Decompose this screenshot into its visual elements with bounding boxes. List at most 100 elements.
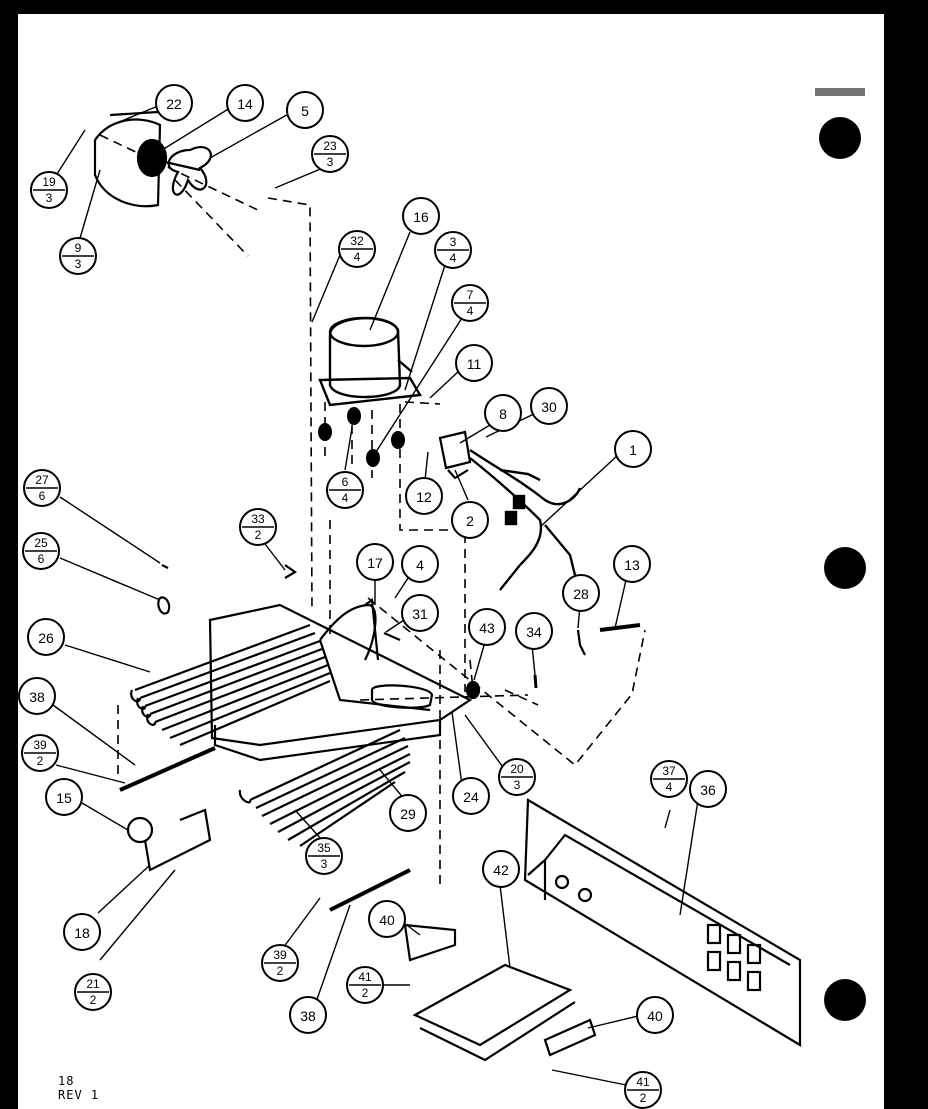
leader-35 [294, 809, 323, 841]
evap-row-7 [299, 781, 396, 847]
callout-1: 1 [614, 430, 652, 468]
binder-hole-bottom [824, 979, 866, 1021]
callout-label: 22 [166, 96, 182, 112]
leader-4 [394, 574, 411, 599]
callout-43: 43 [468, 608, 506, 646]
callout-13: 13 [613, 545, 651, 583]
coil-row-6 [161, 663, 329, 732]
dash-fan-screw [174, 179, 249, 257]
callout-page: 2 [640, 1091, 647, 1105]
overload-clip [447, 469, 469, 480]
callout-number: 41 [358, 970, 372, 984]
grommet-3 [366, 449, 380, 467]
callout-21-2: 212 [74, 973, 112, 1011]
leader-9 [77, 169, 101, 246]
callout-number: 21 [86, 977, 100, 991]
scan-edge-top [0, 0, 928, 14]
bracket-40-right [543, 1018, 597, 1057]
sheet-number: 18 [58, 1074, 75, 1088]
callout-label: 30 [541, 399, 557, 415]
connector-28 [576, 629, 586, 656]
callout-14: 14 [226, 84, 264, 122]
fan-mount-strap [109, 110, 159, 117]
leader-41b [551, 1069, 627, 1086]
vent-slot [706, 950, 722, 972]
compressor-grommets [318, 407, 405, 467]
leader-38b [314, 904, 351, 1006]
callout-5: 5 [286, 91, 324, 129]
callout-36: 36 [689, 770, 727, 808]
callout-number: 27 [35, 473, 49, 487]
dash-relay-to-base [399, 404, 466, 692]
callout-page: 4 [342, 491, 349, 505]
leader-25 [59, 557, 161, 601]
callout-23-3: 233 [311, 135, 349, 173]
callout-page: 4 [354, 250, 361, 264]
fan-shaft [164, 160, 201, 172]
callout-7-4: 74 [451, 284, 489, 322]
callout-38-upper: 38 [18, 677, 56, 715]
callout-label: 31 [412, 606, 428, 622]
callout-35-3: 353 [305, 837, 343, 875]
leader-37 [664, 809, 671, 829]
callout-41-2-left: 412 [346, 966, 384, 1004]
callout-number: 39 [33, 738, 47, 752]
fan-motor-body [136, 138, 168, 178]
leader-31 [385, 619, 405, 633]
callout-page: 3 [514, 778, 521, 792]
callout-15: 15 [45, 778, 83, 816]
callout-37-4: 374 [650, 760, 688, 798]
callout-31: 31 [401, 594, 439, 632]
front-grille-panel [523, 798, 802, 1047]
coil-row-4 [149, 647, 323, 716]
coil-row-7 [169, 671, 331, 740]
bracket-18 [143, 808, 212, 872]
callout-number: 41 [636, 1075, 650, 1089]
callout-label: 38 [29, 689, 45, 705]
callout-label: 15 [56, 790, 72, 806]
leader-15 [81, 802, 129, 831]
callout-26: 26 [27, 618, 65, 656]
callout-bubbles: 1 2 34 4 5 64 74 8 93 11 12 13 14 15 16 … [18, 84, 727, 1109]
screw-31 [383, 631, 401, 642]
callout-page: 4 [666, 780, 673, 794]
compressor-dome [328, 316, 400, 348]
callout-29: 29 [389, 794, 427, 832]
callout-24: 24 [452, 777, 490, 815]
callout-16: 16 [402, 197, 440, 235]
leader-36 [679, 799, 699, 916]
vent-slot [706, 923, 722, 945]
harness-connector-1 [512, 494, 526, 510]
callout-label: 13 [624, 557, 640, 573]
callout-30: 30 [530, 387, 568, 425]
callout-label: 4 [416, 557, 424, 573]
grille-tab [527, 857, 547, 900]
callout-page: 3 [327, 155, 334, 169]
callout-3-4: 34 [434, 231, 472, 269]
dash-fan-shaft [99, 134, 263, 213]
condenser-fan-motor [93, 110, 212, 208]
callout-page: 2 [255, 528, 262, 542]
callout-label: 40 [647, 1008, 663, 1024]
callout-number: 37 [662, 764, 676, 778]
leader-13 [614, 579, 627, 629]
leader-34 [531, 644, 536, 676]
evap-row-2 [255, 737, 406, 809]
leader-21 [99, 869, 176, 961]
screw-33 [284, 564, 298, 579]
callout-page: 2 [362, 986, 369, 1000]
coil-bends-left [130, 689, 157, 726]
coil-row-1 [134, 623, 311, 692]
callout-11: 11 [455, 344, 493, 382]
callout-label: 11 [467, 356, 482, 372]
callout-40-left: 40 [368, 900, 406, 938]
harness-wire-2 [469, 457, 543, 566]
dash-screw-34 [504, 689, 539, 706]
callout-label: 24 [463, 789, 479, 805]
dash-clip [404, 401, 441, 405]
dash-fan-to-base [267, 197, 313, 613]
dash-plug-43 [469, 659, 474, 691]
callout-number: 3 [450, 235, 457, 249]
